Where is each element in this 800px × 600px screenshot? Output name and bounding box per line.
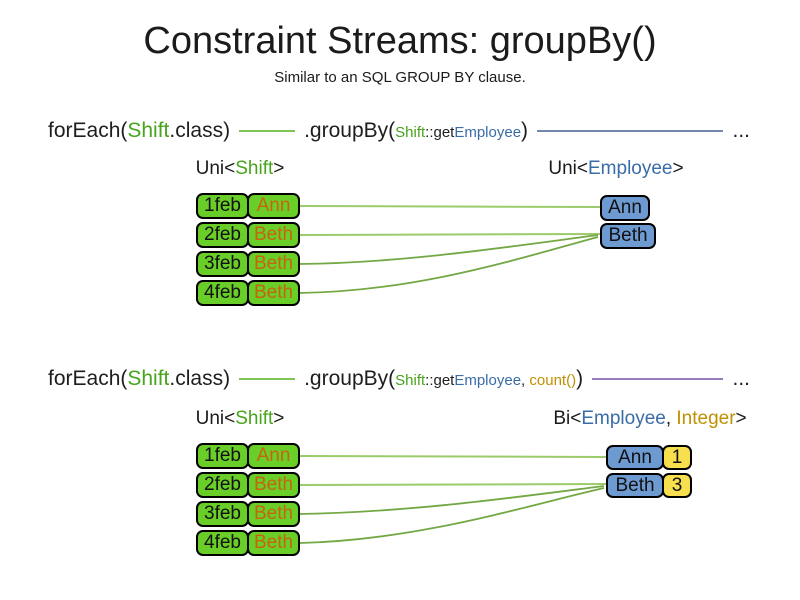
foreach-type-shift: Shift (127, 367, 170, 390)
groupby-call-2: .groupBy(Shift::getEmployee, count()) (304, 367, 583, 391)
groupby-count-fn: count() (529, 372, 577, 389)
group-row-beth: Beth 3 (606, 473, 692, 498)
shift-date-cell: 2feb (196, 222, 249, 248)
connector-4feb-beth (299, 236, 599, 294)
groupby-arg-class: Shift (395, 372, 426, 389)
ellipsis-1: ... (732, 119, 750, 142)
connector-3feb-beth-2 (299, 485, 605, 515)
code-line-1: forEach(Shift.class) .groupBy(Shift::get… (48, 116, 750, 146)
stream-type-uni-shift-2: Uni<Shift> (196, 408, 285, 430)
groupby-arg-type: Employee (454, 372, 522, 389)
foreach-prefix: forEach( (48, 367, 128, 390)
code-line-2: forEach(Shift.class) .groupBy(Shift::get… (48, 364, 750, 394)
shift-date-cell: 1feb (196, 443, 249, 469)
table-row: 4feb Beth (196, 530, 300, 556)
table-row: 3feb Beth (196, 251, 300, 277)
shift-employee-cell: Beth (247, 280, 300, 306)
table-row: 2feb Beth (196, 222, 300, 248)
foreach-call-1: forEach(Shift.class) (48, 119, 230, 143)
type-suffix: > (273, 408, 285, 429)
groupby-suffix: ) (521, 119, 529, 142)
shift-employee-cell: Ann (247, 193, 300, 219)
stream-line-green-2 (239, 378, 296, 380)
type-suffix: > (735, 408, 747, 429)
groupby-comma: , (521, 372, 530, 389)
stream-line-blue-1 (537, 130, 724, 132)
stream-type-bi-employee-integer: Bi<Employee, Integer> (553, 408, 746, 430)
connector-2feb-beth-2 (299, 483, 607, 486)
groupby-arg-type: Employee (454, 124, 522, 141)
foreach-call-2: forEach(Shift.class) (48, 367, 230, 391)
connector-2feb-beth (299, 233, 601, 236)
group-box-ann: Ann (600, 195, 650, 221)
group-count-cell: 1 (662, 445, 692, 470)
stream-type-uni-employee: Uni<Employee> (548, 158, 683, 180)
shift-employee-cell: Beth (247, 530, 300, 556)
slide-title: Constraint Streams: groupBy() (143, 20, 657, 62)
type-prefix: Uni< (548, 158, 588, 179)
table-row: 1feb Ann (196, 443, 300, 469)
groupby-arg-accessor: ::get (425, 372, 455, 389)
type-integer: Integer (676, 408, 736, 429)
shift-date-cell: 2feb (196, 472, 249, 498)
type-prefix: Uni< (195, 408, 236, 429)
groupby-arg-accessor: ::get (425, 124, 455, 141)
table-row: 1feb Ann (196, 193, 300, 219)
foreach-suffix: .class) (169, 367, 231, 390)
type-shift: Shift (235, 158, 274, 179)
shift-table-2: 1feb Ann 2feb Beth 3feb Beth 4feb Beth (196, 443, 300, 556)
type-prefix: Uni< (195, 158, 236, 179)
type-shift: Shift (235, 408, 274, 429)
shift-employee-cell: Beth (247, 472, 300, 498)
slide-subtitle: Similar to an SQL GROUP BY clause. (274, 69, 526, 86)
group-employee-cell: Beth (606, 473, 664, 498)
table-row: 2feb Beth (196, 472, 300, 498)
foreach-suffix: .class) (169, 119, 231, 142)
type-employee: Employee (588, 158, 673, 179)
type-suffix: > (273, 158, 285, 179)
group-row-ann: Ann 1 (606, 445, 692, 470)
group-employee-cell: Ann (606, 445, 664, 470)
groupby-prefix: .groupBy( (304, 119, 396, 142)
table-row: 3feb Beth (196, 501, 300, 527)
group-count-cell: 3 (662, 473, 692, 498)
shift-employee-cell: Beth (247, 251, 300, 277)
shift-date-cell: 3feb (196, 501, 249, 527)
foreach-prefix: forEach( (48, 119, 128, 142)
type-suffix: > (672, 158, 684, 179)
type-prefix: Bi< (553, 408, 582, 429)
ellipsis-2: ... (732, 367, 750, 390)
type-separator: , (665, 408, 677, 429)
group-box-beth: Beth (600, 223, 656, 249)
table-row: 4feb Beth (196, 280, 300, 306)
groupby-suffix: ) (576, 367, 584, 390)
shift-date-cell: 4feb (196, 530, 249, 556)
connector-1feb-ann (299, 205, 601, 208)
connector-1feb-ann-2 (299, 455, 607, 458)
foreach-type-shift: Shift (127, 119, 170, 142)
groupby-arg-class: Shift (395, 124, 426, 141)
groupby-prefix: .groupBy( (304, 367, 396, 390)
shift-employee-cell: Beth (247, 501, 300, 527)
shift-date-cell: 1feb (196, 193, 249, 219)
shift-date-cell: 3feb (196, 251, 249, 277)
shift-employee-cell: Ann (247, 443, 300, 469)
stream-line-purple-2 (592, 378, 724, 380)
type-employee: Employee (581, 408, 666, 429)
stream-line-green-1 (239, 130, 296, 132)
stream-type-uni-shift-1: Uni<Shift> (196, 158, 285, 180)
shift-table-1: 1feb Ann 2feb Beth 3feb Beth 4feb Beth (196, 193, 300, 306)
connector-3feb-beth (299, 234, 599, 265)
shift-date-cell: 4feb (196, 280, 249, 306)
connector-4feb-beth-2 (299, 487, 605, 544)
shift-employee-cell: Beth (247, 222, 300, 248)
groupby-call-1: .groupBy(Shift::getEmployee) (304, 119, 528, 143)
